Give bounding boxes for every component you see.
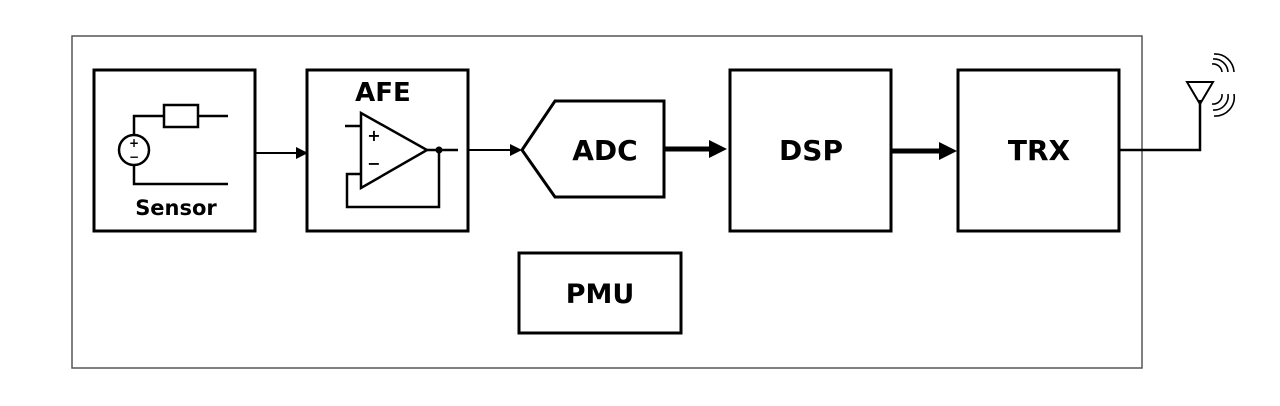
dsp-to-trx-arrow	[891, 142, 957, 160]
adc-label: ADC	[572, 134, 637, 167]
sensor-label: Sensor	[135, 196, 217, 220]
antenna-feed-line	[1119, 100, 1202, 152]
sensor-block: + − Sensor	[92, 68, 257, 233]
sensor-bottom-wire	[132, 165, 228, 186]
pmu-label: PMU	[566, 279, 635, 310]
afe-block: AFE + −	[305, 68, 470, 233]
source-plus-sign: +	[129, 136, 139, 150]
antenna-icon	[1185, 81, 1215, 106]
radio-wave-icon	[1211, 53, 1236, 117]
afe-to-adc-arrow	[468, 144, 522, 156]
system-boundary-frame	[71, 35, 1143, 369]
pmu-box	[517, 251, 683, 335]
dsp-block: DSP	[728, 68, 893, 233]
trx-block: TRX	[956, 68, 1121, 233]
opamp-icon: + −	[345, 110, 458, 209]
adc-block: ADC	[520, 99, 666, 199]
sensor-to-afe-arrow	[255, 147, 308, 159]
sensor-top-wire	[132, 114, 164, 135]
opamp-feedback-wire	[345, 150, 441, 209]
source-minus-sign: −	[129, 150, 139, 164]
pmu-block: PMU	[517, 251, 683, 335]
opamp-plus-sign: +	[367, 126, 380, 145]
sensor-box	[92, 68, 257, 233]
opamp-minus-sign: −	[367, 154, 380, 173]
voltage-source-icon: + −	[117, 133, 151, 167]
resistor-icon	[162, 103, 200, 129]
dsp-label: DSP	[779, 134, 843, 167]
trx-label: TRX	[1008, 134, 1071, 167]
afe-label: AFE	[355, 78, 411, 108]
adc-to-dsp-arrow	[664, 140, 727, 158]
